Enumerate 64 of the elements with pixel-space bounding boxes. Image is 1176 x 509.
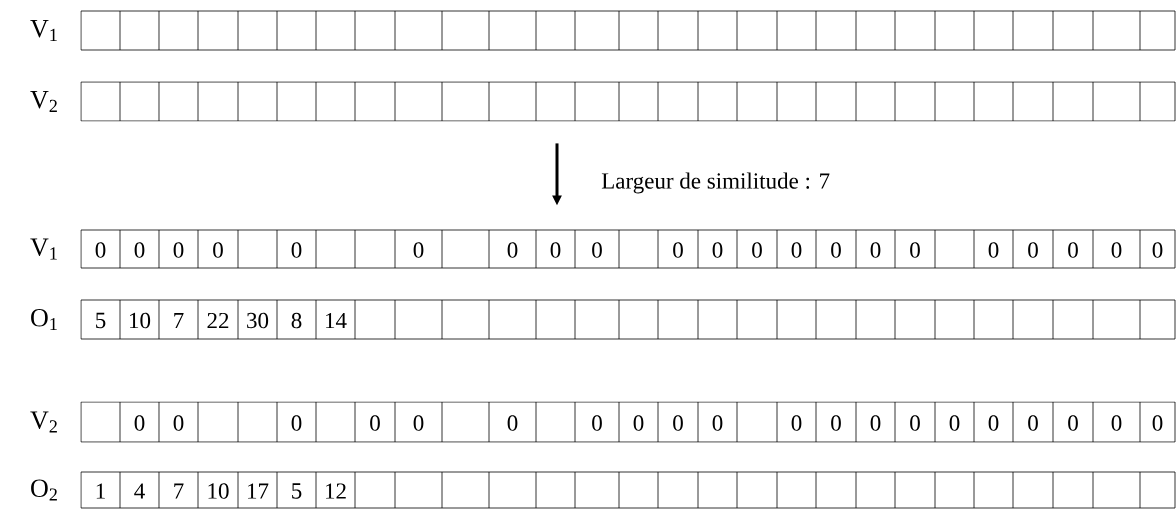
cell-value: 0 <box>910 242 920 258</box>
cell-value: 0 <box>507 415 518 431</box>
cell-row: V$_{2}$ <box>30 81 1176 122</box>
node-label: V$_{2}$ <box>30 411 57 433</box>
cell-value: 0 <box>791 242 802 258</box>
cell-value: 0 <box>712 242 723 258</box>
cell-value: 7 <box>174 312 184 329</box>
cell-value: 0 <box>413 415 424 431</box>
cell-value: 0 <box>291 415 302 431</box>
cell-value: 5 <box>292 483 302 499</box>
cell-value: 0 <box>1111 242 1122 258</box>
cell-value: 0 <box>592 415 602 431</box>
node-label: O$_{1}$ <box>31 309 57 330</box>
cell-value: 22 <box>207 312 229 329</box>
cell-value: 0 <box>134 242 145 258</box>
cell-value: 7 <box>174 483 184 499</box>
cell-value: 0 <box>1028 242 1038 258</box>
cell-value: 14 <box>326 312 347 329</box>
cell-value: 0 <box>752 242 762 258</box>
cell-value: 0 <box>831 242 841 258</box>
cell-value: 0 <box>213 242 223 258</box>
cell-value: 0 <box>173 415 184 431</box>
cell-value: 0 <box>173 242 184 258</box>
cell-value: 0 <box>910 415 920 431</box>
cell-value: 10 <box>208 483 229 499</box>
cell-value: 0 <box>988 415 999 431</box>
cell-value: 0 <box>1068 242 1078 258</box>
cell-value: 30 <box>247 312 269 329</box>
cell-value: 0 <box>1068 415 1078 431</box>
cell-value: 0 <box>949 415 960 431</box>
node-label: V$_{1}$ <box>30 20 57 41</box>
cell-value: 0 <box>550 242 561 258</box>
cell-value: 0 <box>1111 415 1122 431</box>
cell-value: 1 <box>96 483 105 499</box>
cell-value: 0 <box>633 415 644 431</box>
cell-value: 0 <box>134 415 145 431</box>
cell-value: 8 <box>291 312 302 329</box>
node-label: V$_{2}$ <box>30 91 57 112</box>
cell-value: 0 <box>1152 242 1163 258</box>
cell-value: 0 <box>831 415 841 431</box>
cell-value: 0 <box>413 242 424 258</box>
cell-value: 0 <box>870 415 881 431</box>
cell-value: 0 <box>592 242 602 258</box>
cell-value: 17 <box>248 483 269 499</box>
cell-value: 0 <box>673 242 683 258</box>
cell-value: 0 <box>988 242 999 258</box>
cell-value: 4 <box>134 483 145 499</box>
cell-value: 0 <box>712 415 723 431</box>
cell-value: 5 <box>96 312 106 329</box>
cell-value: 0 <box>1028 415 1038 431</box>
cell-value: 0 <box>673 415 683 431</box>
cell-row: V$_{1}$ <box>30 10 1176 51</box>
cell-value: 0 <box>507 242 518 258</box>
node-label: O$_{2}$ <box>31 479 57 501</box>
cell-value: 0 <box>95 242 106 258</box>
edge-label: Largeur de similitude : 7 <box>601 172 830 194</box>
cell-value: 0 <box>791 415 802 431</box>
node-label: V$_{1}$ <box>30 238 57 260</box>
cell-value: 10 <box>130 312 151 329</box>
cell-value: 0 <box>291 242 302 258</box>
cell-value: 0 <box>870 242 881 258</box>
cell-value: 0 <box>370 415 380 431</box>
cell-value: 12 <box>326 483 346 499</box>
cell-value: 0 <box>1152 415 1163 431</box>
